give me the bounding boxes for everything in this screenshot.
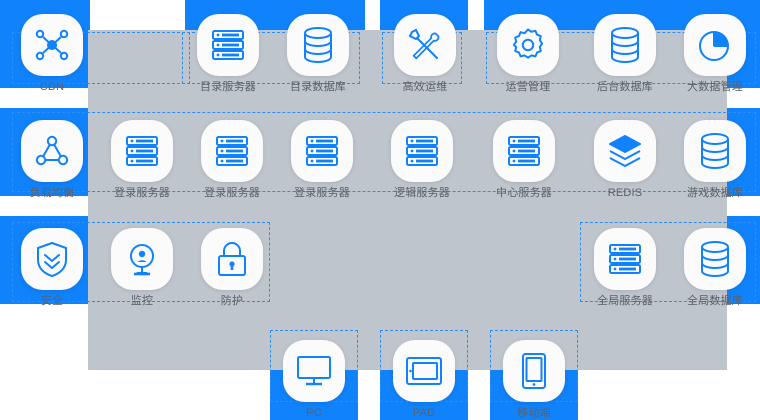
node-label: 移动端 — [517, 407, 551, 419]
node-row-access-1[interactable]: 目录服务器 — [190, 14, 266, 94]
node-label: 全局服务器 — [597, 295, 653, 307]
database-icon[interactable] — [287, 14, 349, 76]
node-label: 大数据管理 — [687, 81, 743, 93]
node-label: 运营管理 — [505, 81, 551, 93]
node-label: PAD — [412, 407, 436, 419]
tools-wrench-icon[interactable] — [394, 14, 456, 76]
database-icon[interactable] — [594, 14, 656, 76]
node-label: 目录服务器 — [200, 81, 256, 93]
server-rack-icon[interactable] — [391, 120, 453, 182]
node-row-access-4[interactable]: 运营管理 — [490, 14, 566, 94]
node-row-logic-3[interactable]: 登录服务器 — [284, 120, 360, 200]
node-row-clients-0[interactable]: PC — [276, 340, 352, 420]
server-rack-icon[interactable] — [201, 120, 263, 182]
load-balancer-icon[interactable] — [21, 120, 83, 182]
lock-icon[interactable] — [201, 228, 263, 290]
node-row-access-5[interactable]: 后台数据库 — [587, 14, 663, 94]
gear-icon[interactable] — [497, 14, 559, 76]
node-label: 登录服务器 — [294, 187, 350, 199]
node-row-clients-2[interactable]: 移动端 — [496, 340, 572, 420]
monitor-icon[interactable] — [283, 340, 345, 402]
node-label: 负载均衡 — [29, 187, 75, 199]
node-row-logic-0[interactable]: 负载均衡 — [14, 120, 90, 200]
node-row-security-3[interactable]: 全局服务器 — [587, 228, 663, 308]
group-boundary-row-security — [580, 222, 756, 302]
node-label: 安全 — [40, 295, 64, 307]
node-row-access-0[interactable]: CDN — [14, 14, 90, 94]
gray-overlay-panel — [88, 30, 727, 370]
server-rack-icon[interactable] — [493, 120, 555, 182]
node-row-logic-1[interactable]: 登录服务器 — [104, 120, 180, 200]
node-label: 登录服务器 — [204, 187, 260, 199]
camera-icon[interactable] — [111, 228, 173, 290]
database-icon[interactable] — [684, 120, 746, 182]
node-row-clients-1[interactable]: PAD — [386, 340, 462, 420]
shield-icon[interactable] — [21, 228, 83, 290]
node-label: CDN — [39, 81, 65, 93]
node-label: 登录服务器 — [114, 187, 170, 199]
node-row-security-0[interactable]: 安全 — [14, 228, 90, 308]
node-label: PC — [306, 407, 322, 419]
node-row-logic-2[interactable]: 登录服务器 — [194, 120, 270, 200]
node-row-logic-6[interactable]: REDIS — [587, 120, 663, 200]
node-label: 逻辑服务器 — [394, 187, 450, 199]
database-icon[interactable] — [684, 228, 746, 290]
server-rack-icon[interactable] — [594, 228, 656, 290]
server-rack-icon[interactable] — [291, 120, 353, 182]
node-label: REDIS — [607, 187, 643, 199]
pie-chart-icon[interactable] — [684, 14, 746, 76]
node-label: 中心服务器 — [496, 187, 552, 199]
layers-stack-icon[interactable] — [594, 120, 656, 182]
node-row-security-4[interactable]: 全局数据库 — [677, 228, 753, 308]
node-label: 高效运维 — [402, 81, 448, 93]
node-label: 监控 — [130, 295, 154, 307]
phone-icon[interactable] — [503, 340, 565, 402]
node-label: 后台数据库 — [597, 81, 653, 93]
cdn-network-icon[interactable] — [21, 14, 83, 76]
node-row-logic-7[interactable]: 游戏数据库 — [677, 120, 753, 200]
node-row-logic-5[interactable]: 中心服务器 — [486, 120, 562, 200]
server-rack-icon[interactable] — [111, 120, 173, 182]
node-row-security-2[interactable]: 防护 — [194, 228, 270, 308]
group-boundary-row-logic — [12, 112, 756, 192]
node-label: 全局数据库 — [687, 295, 743, 307]
group-boundary-row-security — [12, 222, 270, 302]
node-row-security-1[interactable]: 监控 — [104, 228, 180, 308]
node-label: 游戏数据库 — [687, 187, 743, 199]
group-boundary-row-access — [12, 32, 190, 84]
node-row-access-3[interactable]: 高效运维 — [387, 14, 463, 94]
node-row-logic-4[interactable]: 逻辑服务器 — [384, 120, 460, 200]
node-row-access-6[interactable]: 大数据管理 — [677, 14, 753, 94]
node-label: 防护 — [220, 295, 244, 307]
node-row-access-2[interactable]: 目录数据库 — [280, 14, 356, 94]
tablet-icon[interactable] — [393, 340, 455, 402]
group-boundary-row-access — [182, 32, 360, 84]
node-label: 目录数据库 — [290, 81, 346, 93]
server-rack-icon[interactable] — [197, 14, 259, 76]
